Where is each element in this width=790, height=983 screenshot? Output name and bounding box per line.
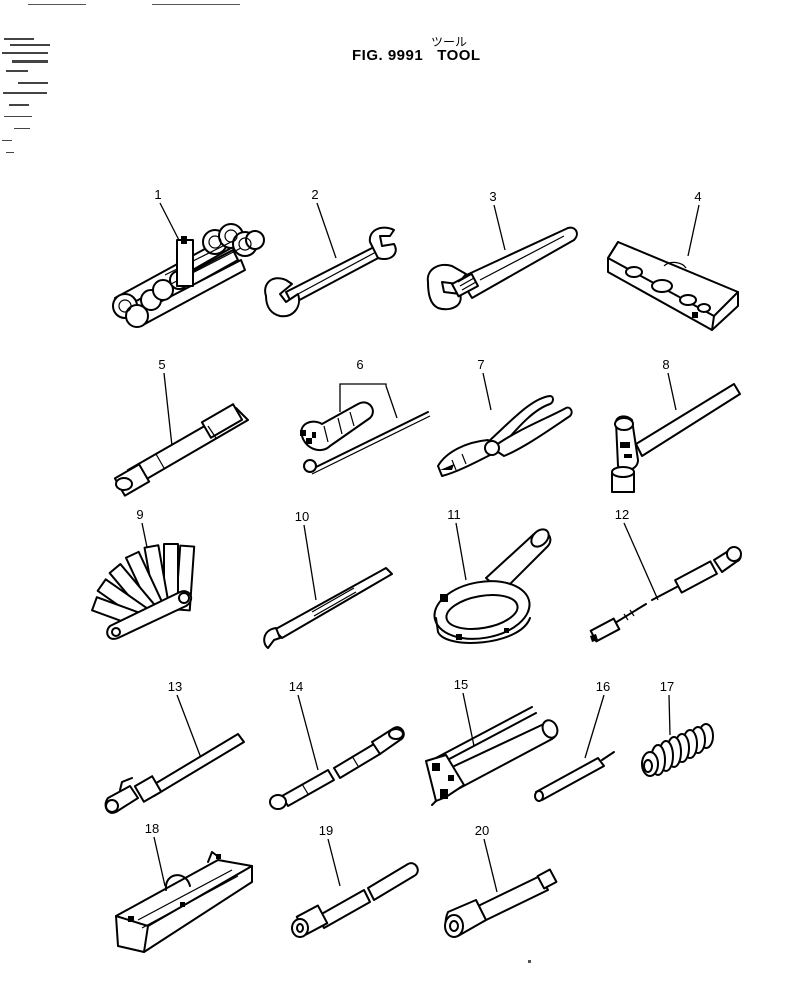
callout-9: 9	[136, 507, 144, 522]
grease-gun-icon	[425, 706, 559, 806]
tool-case-icon	[607, 241, 739, 331]
adjustable-wrench-icon	[426, 226, 578, 311]
scan-noise	[2, 38, 50, 153]
pliers-icon	[437, 395, 573, 477]
callout-12: 12	[614, 507, 630, 522]
scan-rule-left	[28, 4, 86, 5]
callout-5: 5	[158, 357, 166, 372]
callout-15: 15	[453, 677, 469, 692]
socket-handle-icon	[113, 403, 249, 497]
callout-2: 2	[311, 187, 319, 202]
hammer-icon	[611, 383, 741, 493]
callout-14: 14	[288, 679, 304, 694]
socket-icon	[444, 868, 558, 938]
callout-16: 16	[595, 679, 611, 694]
callout-18: 18	[144, 821, 160, 836]
title-japanese: ツール	[431, 35, 468, 49]
scan-rule-right	[152, 4, 240, 5]
extension-bar-icon	[104, 733, 245, 814]
callout-6: 6	[356, 357, 364, 372]
callout-1: 1	[154, 187, 162, 202]
callout-3: 3	[489, 189, 497, 204]
callout-19: 19	[318, 823, 334, 838]
callout-11: 11	[447, 507, 461, 522]
callout-4: 4	[694, 189, 702, 204]
callout-10: 10	[294, 509, 310, 524]
pry-bar-icon	[263, 567, 393, 649]
pipe-extension-icon	[269, 726, 405, 810]
callout-13: 13	[167, 679, 183, 694]
spring-icon	[641, 723, 714, 777]
tool-bag-icon	[115, 851, 253, 953]
callout-20: 20	[474, 823, 490, 838]
feeler-gauge-icon	[91, 543, 196, 640]
screwdriver-icon	[300, 401, 431, 475]
grease-hose-icon	[589, 546, 742, 643]
open-end-wrench-icon	[264, 226, 397, 318]
pin-punch-icon	[534, 751, 615, 802]
scan-dot	[528, 960, 531, 963]
callout-7: 7	[477, 357, 485, 372]
callout-8: 8	[662, 357, 670, 372]
figure-name: TOOL	[437, 47, 481, 64]
figure-number: FIG. 9991	[352, 47, 424, 64]
callout-17: 17	[659, 679, 675, 694]
filter-wrench-icon	[433, 528, 552, 644]
wrench-set-icon	[112, 223, 265, 328]
coupling-bar-icon	[291, 862, 419, 938]
figure-title: FIG. 9991 TOOL	[352, 47, 481, 64]
